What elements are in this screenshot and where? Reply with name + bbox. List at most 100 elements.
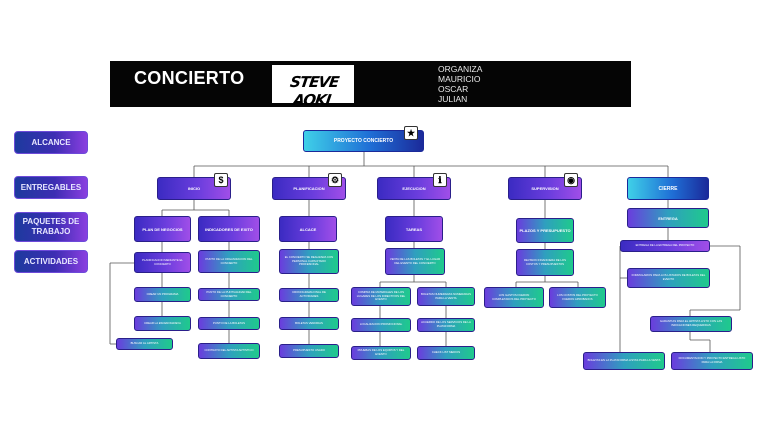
activity-label: ENTREGA DE LA ENTREGA DEL PROYECTO bbox=[635, 243, 695, 248]
activity-label: PUNTO DE LA BOLETAS bbox=[213, 320, 245, 325]
package-entrega: ENTREGA bbox=[627, 208, 709, 228]
activity-node: LOCALIZACION PROMOCIONAL bbox=[351, 318, 411, 332]
activity-label: PUNTO DE LA ORGANIZACION DEL CONCIERTO bbox=[205, 256, 253, 265]
activity-node: COMPRA DE MATERIALES DE LOS LUGARES DE L… bbox=[351, 287, 411, 306]
activity-node: PLANIFICACION MEDIANTE EL CONCIERTO bbox=[134, 252, 191, 273]
organizers-heading: ORGANIZA bbox=[438, 64, 483, 74]
activity-node: PRESUPUESTO USADO bbox=[279, 344, 339, 358]
activity-label: PRUEBAS DE LOS EQUIPOS Y DEL EVENTO bbox=[357, 348, 405, 356]
activity-node: BOLETAS VENDIDAS bbox=[279, 317, 339, 330]
activity-node: PRUEBAS DE LOS EQUIPOS Y DEL EVENTO bbox=[351, 346, 411, 360]
activity-node: BOLETAS NUMERADAS NUMERADAS PARA LA VENT… bbox=[417, 287, 475, 306]
header-banner: CONCIERTO STEVE AOKI ORGANIZA MAURICIO O… bbox=[110, 61, 631, 109]
page-title: CONCIERTO bbox=[134, 68, 245, 88]
phase-supervision-label: SUPERVISION bbox=[531, 186, 559, 191]
activity-label: CRONOGRAMA FINAL DE ACTIVIDADES bbox=[292, 290, 326, 298]
activity-label: ACUERDO DE LOS SERVICIOS DE LA PLATAFORM… bbox=[421, 320, 471, 328]
activity-label: LOS GASTOS FUERON COMPLETADOS DEL PROYEC… bbox=[492, 292, 536, 301]
activity-node: ACUERDO DE LOS SERVICIOS DE LA PLATAFORM… bbox=[417, 318, 475, 332]
activity-node: REVISION FINANCIERA DE LOS COSTOS Y PRES… bbox=[516, 249, 574, 276]
package-label: PLAN DE NEGOCIOS bbox=[142, 226, 183, 232]
activity-node: PUNTO DE LA ORGANIZACION DEL CONCIERTO bbox=[198, 250, 260, 273]
package-label: ALCACE bbox=[299, 226, 317, 232]
activity-label: COMPRA DE MATERIALES DE LOS LUGARES DE L… bbox=[356, 290, 406, 302]
phase-supervision: SUPERVISION bbox=[508, 177, 582, 200]
activity-node: CHECK LIST MEDIOS bbox=[417, 346, 475, 360]
activity-node: LOS COSTOS DEL PROYECTO FUERON APROBADOS bbox=[549, 287, 606, 308]
legend-actividades: ACTIVIDADES bbox=[14, 250, 88, 273]
phase-planificacion: PLANIFICACION bbox=[272, 177, 346, 200]
activity-label: PRESUPUESTO USADO bbox=[293, 348, 325, 353]
root-label: PROYECTO CONCIERTO bbox=[333, 138, 394, 144]
activity-label: CONTRATO DEL ARTISTA ARTISTICO bbox=[204, 348, 254, 353]
legend-alcance-label: ALCANCE bbox=[31, 137, 71, 147]
package-label: TAREAS bbox=[405, 226, 423, 232]
legend-entregables: ENTREGABLES bbox=[14, 176, 88, 199]
activity-label: CREAR LA ESCENOGRAFIA bbox=[144, 320, 181, 325]
phase-ejecucion-label: EJECUCION bbox=[402, 186, 426, 191]
activity-node: CREAR UN PROGRAMA bbox=[134, 287, 191, 302]
phase-ejecucion: EJECUCION bbox=[377, 177, 451, 200]
phase-inicio-label: INICIO bbox=[187, 186, 201, 191]
activity-node: BUSCAR AL ARTISTA bbox=[116, 338, 173, 350]
star-icon: ★ bbox=[404, 126, 418, 140]
activity-node: ENTREGA DE LA ENTREGA DEL PROYECTO bbox=[620, 240, 710, 252]
package-label: PLAZOS Y PRESUPUESTO bbox=[519, 228, 571, 233]
activity-node: FORMULARIOS PARA LOS LISTADOS DE BOLETAS… bbox=[627, 268, 710, 288]
activity-label: DOCUMENTACION Y PROYECTO ENTREGA LISTO P… bbox=[678, 356, 746, 364]
activity-label: BOLETAS EN LA PLATAFORMA LISTAS PARA LA … bbox=[587, 358, 661, 363]
legend-entregables-label: ENTREGABLES bbox=[20, 182, 82, 192]
activity-node: EL CONCIERTO SE REALIZARA CON PERSONAL C… bbox=[279, 249, 339, 274]
organizer-name: MAURICIO bbox=[438, 74, 481, 84]
activity-node: PUNTO DE LA BOLETAS bbox=[198, 317, 260, 330]
activity-label: LOS COSTOS DEL PROYECTO FUERON APROBADOS bbox=[557, 292, 598, 301]
activity-node: DOCUMENTACION Y PROYECTO ENTREGA LISTO P… bbox=[671, 352, 753, 370]
artist-logo-text: STEVE AOKI bbox=[288, 73, 340, 109]
globe-icon: ◉ bbox=[564, 173, 578, 187]
package-alcance: ALCACE bbox=[279, 216, 337, 242]
activity-label: REVISION FINANCIERA DE LOS COSTOS Y PRES… bbox=[524, 257, 566, 266]
activity-label: VENTA DE LAS BOLETAS Y EL LUGAR DEL EVEN… bbox=[389, 256, 441, 265]
activity-label: BOLETAS NUMERADAS NUMERADAS PARA LA VENT… bbox=[421, 291, 471, 300]
activity-label: PUNTO DE LA PUNTUALIDAD DEL CONCIERTO bbox=[206, 289, 252, 298]
activity-node: CRONOGRAMA FINAL DE ACTIVIDADES bbox=[279, 288, 339, 302]
info-icon: ℹ bbox=[433, 173, 447, 187]
activity-label: PLANIFICACION MEDIANTE EL CONCIERTO bbox=[142, 257, 183, 266]
package-plan-negocios: PLAN DE NEGOCIOS bbox=[134, 216, 191, 242]
activity-node: CREAR LA ESCENOGRAFIA bbox=[134, 316, 191, 331]
activity-node: GARANTIAS PARA EL ARTISTA LISTO CON LAS … bbox=[650, 316, 732, 332]
organizer-name: OSCAR bbox=[438, 84, 469, 94]
legend-paquetes: PAQUETES DE TRABAJO bbox=[14, 212, 88, 242]
gear-icon: ⚙ bbox=[328, 173, 342, 187]
activity-node: VENTA DE LAS BOLETAS Y EL LUGAR DEL EVEN… bbox=[385, 248, 445, 275]
phase-cierre-label: CIERRE bbox=[658, 185, 678, 192]
phase-inicio: INICIO bbox=[157, 177, 231, 200]
package-label: INDICADORES DE EXITO bbox=[205, 226, 253, 232]
activity-label: LOCALIZACION PROMOCIONAL bbox=[359, 322, 403, 327]
activity-node: CONTRATO DEL ARTISTA ARTISTICO bbox=[198, 343, 260, 359]
activity-label: CHECK LIST MEDIOS bbox=[431, 350, 461, 355]
dollar-icon: $ bbox=[214, 173, 228, 187]
activity-label: EL CONCIERTO SE REALIZARA CON PERSONAL C… bbox=[284, 255, 334, 267]
activity-node: PUNTO DE LA PUNTUALIDAD DEL CONCIERTO bbox=[198, 288, 260, 301]
legend-alcance: ALCANCE bbox=[14, 131, 88, 154]
organizer-name: JULIAN bbox=[438, 94, 468, 104]
legend-actividades-label: ACTIVIDADES bbox=[23, 256, 79, 266]
activity-label: CREAR UN PROGRAMA bbox=[146, 291, 179, 296]
activity-node: LOS GASTOS FUERON COMPLETADOS DEL PROYEC… bbox=[484, 287, 544, 308]
package-indicadores: INDICADORES DE EXITO bbox=[198, 216, 260, 242]
package-label: ENTREGA bbox=[658, 215, 678, 221]
package-tareas: TAREAS bbox=[385, 216, 443, 242]
organizers-list: ORGANIZA MAURICIO OSCAR JULIAN bbox=[438, 64, 482, 104]
root-node: PROYECTO CONCIERTO bbox=[303, 130, 424, 152]
activity-label: BOLETAS VENDIDAS bbox=[295, 320, 323, 325]
activity-label: FORMULARIOS PARA LOS LISTADOS DE BOLETAS… bbox=[631, 273, 706, 281]
activity-node: BOLETAS EN LA PLATAFORMA LISTAS PARA LA … bbox=[583, 352, 665, 370]
package-plazos: PLAZOS Y PRESUPUESTO bbox=[516, 218, 574, 243]
activity-label: BUSCAR AL ARTISTA bbox=[130, 341, 159, 346]
phase-cierre: CIERRE bbox=[627, 177, 709, 200]
phase-planificacion-label: PLANIFICACION bbox=[293, 186, 325, 191]
activity-label: GARANTIAS PARA EL ARTISTA LISTO CON LAS … bbox=[659, 319, 723, 327]
artist-logo: STEVE AOKI bbox=[272, 65, 354, 109]
